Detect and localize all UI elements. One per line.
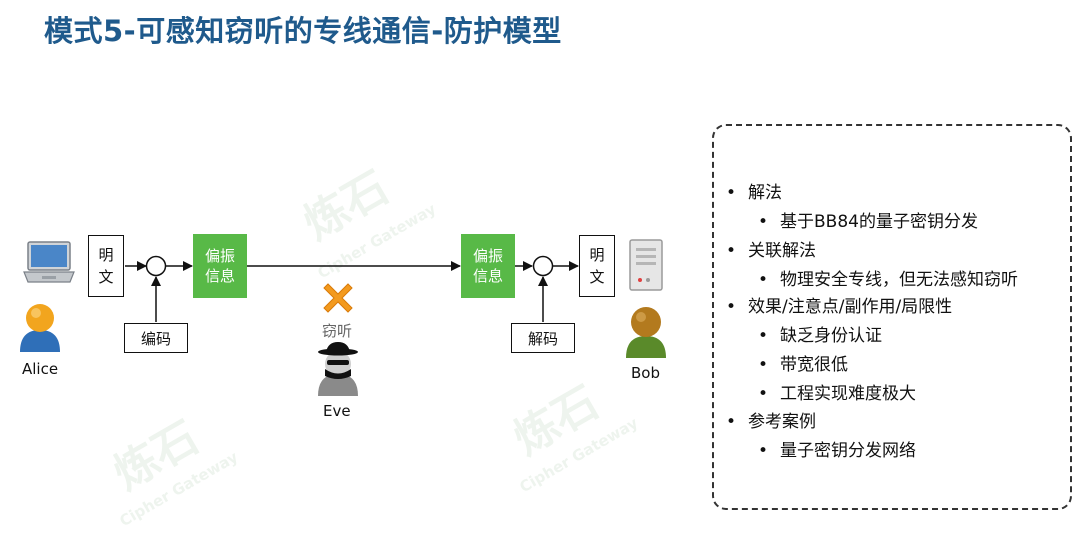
- note-item: • 解法: [726, 178, 782, 203]
- bob-plaintext-label: 明 文: [589, 246, 605, 286]
- bullet-icon: •: [758, 270, 769, 290]
- note-item: • 参考案例: [726, 407, 816, 432]
- laptop-icon: [23, 241, 75, 283]
- alice-plaintext-box: 明 文: [88, 235, 124, 297]
- note-text: 参考案例: [748, 412, 816, 432]
- note-text: 物理安全专线，但无法感知窃听: [780, 270, 1018, 290]
- bullet-icon: •: [758, 212, 769, 232]
- bullet-icon: •: [726, 241, 737, 261]
- note-text: 基于BB84的量子密钥分发: [780, 212, 978, 232]
- note-subitem: • 量子密钥分发网络: [758, 436, 916, 461]
- bullet-icon: •: [758, 326, 769, 346]
- note-item: • 效果/注意点/副作用/局限性: [726, 292, 952, 317]
- mixer-circle-alice: [145, 255, 167, 277]
- alice-polarizer-label: 偏振 信息: [204, 247, 235, 285]
- alice-polarizer-box: 偏振 信息: [193, 234, 247, 298]
- mixer-circle-bob: [532, 255, 554, 277]
- bullet-icon: •: [758, 384, 769, 404]
- bob-polarizer-box: 偏振 信息: [461, 234, 515, 298]
- note-text: 关联解法: [748, 241, 816, 261]
- spy-icon: [318, 342, 358, 396]
- note-text: 解法: [748, 183, 782, 203]
- notes-panel: • 解法 • 基于BB84的量子密钥分发 • 关联解法 • 物理安全专线，但无法感知窃听…: [712, 124, 1072, 510]
- bullet-icon: •: [758, 355, 769, 375]
- note-text: 缺乏身份认证: [780, 326, 882, 346]
- bullet-icon: •: [726, 183, 737, 203]
- eve-label: Eve: [323, 402, 351, 420]
- alice-plaintext-label: 明 文: [98, 246, 114, 286]
- decoder-label: 解码: [527, 329, 558, 348]
- bullet-icon: •: [726, 297, 737, 317]
- bob-polarizer-label: 偏振 信息: [472, 247, 503, 285]
- bullet-icon: •: [726, 412, 737, 432]
- note-subitem: • 缺乏身份认证: [758, 321, 882, 346]
- note-subitem: • 基于BB84的量子密钥分发: [758, 207, 978, 232]
- bullet-icon: •: [758, 441, 769, 461]
- decoder-box: 解码: [511, 323, 575, 353]
- eavesdrop-label: 窃听: [322, 322, 353, 340]
- note-text: 带宽很低: [780, 355, 848, 375]
- alice-label: Alice: [22, 360, 59, 378]
- server-icon: [629, 239, 663, 291]
- page-title: 模式5-可感知窃听的专线通信-防护模型: [44, 14, 562, 48]
- encoder-box: 编码: [124, 323, 188, 353]
- encoder-label: 编码: [140, 329, 171, 348]
- bob-label: Bob: [631, 364, 660, 382]
- note-text: 效果/注意点/副作用/局限性: [748, 297, 953, 317]
- note-subitem: • 工程实现难度极大: [758, 379, 916, 404]
- note-item: • 关联解法: [726, 236, 816, 261]
- note-subitem: • 物理安全专线，但无法感知窃听: [758, 265, 1018, 290]
- note-subitem: • 带宽很低: [758, 350, 848, 375]
- eavesdrop-x-icon: [323, 283, 353, 313]
- bob-user-icon: [626, 307, 666, 358]
- alice-user-icon: [20, 304, 60, 352]
- note-text: 量子密钥分发网络: [780, 441, 916, 461]
- bob-plaintext-box: 明 文: [579, 235, 615, 297]
- note-text: 工程实现难度极大: [780, 384, 916, 404]
